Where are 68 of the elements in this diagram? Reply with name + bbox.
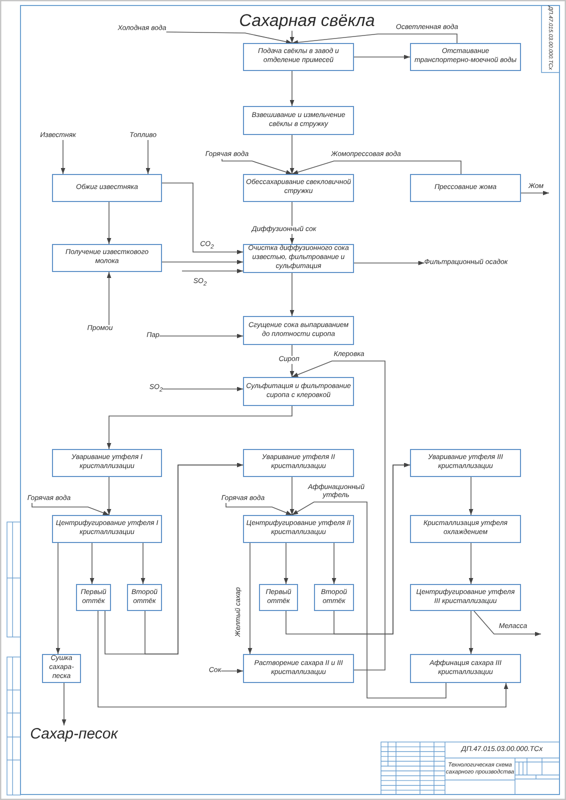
process-box (243, 174, 354, 202)
arrow (292, 160, 462, 174)
arrow (222, 158, 292, 174)
process-box (243, 654, 354, 683)
process-box (243, 377, 354, 406)
arrow (106, 406, 292, 450)
arrow (182, 268, 244, 274)
arrow (334, 462, 410, 634)
arrow (292, 502, 446, 698)
arrow (292, 34, 458, 45)
process-box (243, 316, 354, 345)
arrow (56, 542, 60, 654)
arrow (290, 30, 294, 44)
arrow (290, 476, 294, 516)
arrow (332, 542, 336, 584)
arrow (146, 140, 150, 174)
arrow (162, 260, 244, 264)
arrow (220, 668, 244, 674)
arrow (60, 140, 66, 174)
process-box (259, 584, 298, 611)
arrow (162, 182, 244, 254)
arrow (62, 682, 66, 726)
process-box (410, 449, 521, 477)
arrow (106, 476, 112, 516)
process-box (52, 515, 162, 543)
process-box (410, 515, 521, 543)
arrow (144, 462, 244, 654)
arrow (140, 542, 146, 584)
arrow (284, 542, 288, 584)
arrow (290, 272, 294, 316)
arrow (106, 272, 112, 326)
arrow (98, 610, 508, 708)
process-box (410, 584, 521, 611)
arrow (106, 202, 112, 244)
arrow (474, 610, 542, 636)
process-box (42, 654, 81, 683)
arrow (166, 32, 292, 44)
arrow (159, 334, 244, 338)
process-box (243, 449, 354, 477)
process-box (52, 244, 162, 272)
process-box (410, 654, 521, 683)
process-box (52, 449, 162, 477)
product-label: Сахар-песок (30, 725, 118, 743)
arrow (290, 70, 294, 106)
arrow (290, 344, 294, 378)
process-box (127, 584, 162, 611)
process-box (410, 174, 521, 202)
arrow (468, 542, 474, 584)
process-box (410, 43, 521, 71)
arrow (162, 386, 244, 392)
arrow (354, 54, 410, 60)
arrow (90, 542, 94, 584)
process-box (243, 515, 354, 543)
arrow (468, 610, 474, 654)
process-box (76, 584, 111, 611)
arrow (248, 542, 252, 654)
process-box (243, 106, 354, 135)
process-box (52, 174, 162, 202)
process-box (243, 43, 354, 71)
arrow (520, 190, 550, 196)
arrow (292, 360, 386, 670)
diagram-title: Сахарная свёкла (239, 11, 375, 31)
arrow (226, 502, 292, 516)
arrow (354, 260, 425, 266)
arrow (32, 502, 110, 516)
arrow (290, 134, 294, 174)
arrow (468, 476, 474, 516)
process-box (314, 584, 354, 611)
